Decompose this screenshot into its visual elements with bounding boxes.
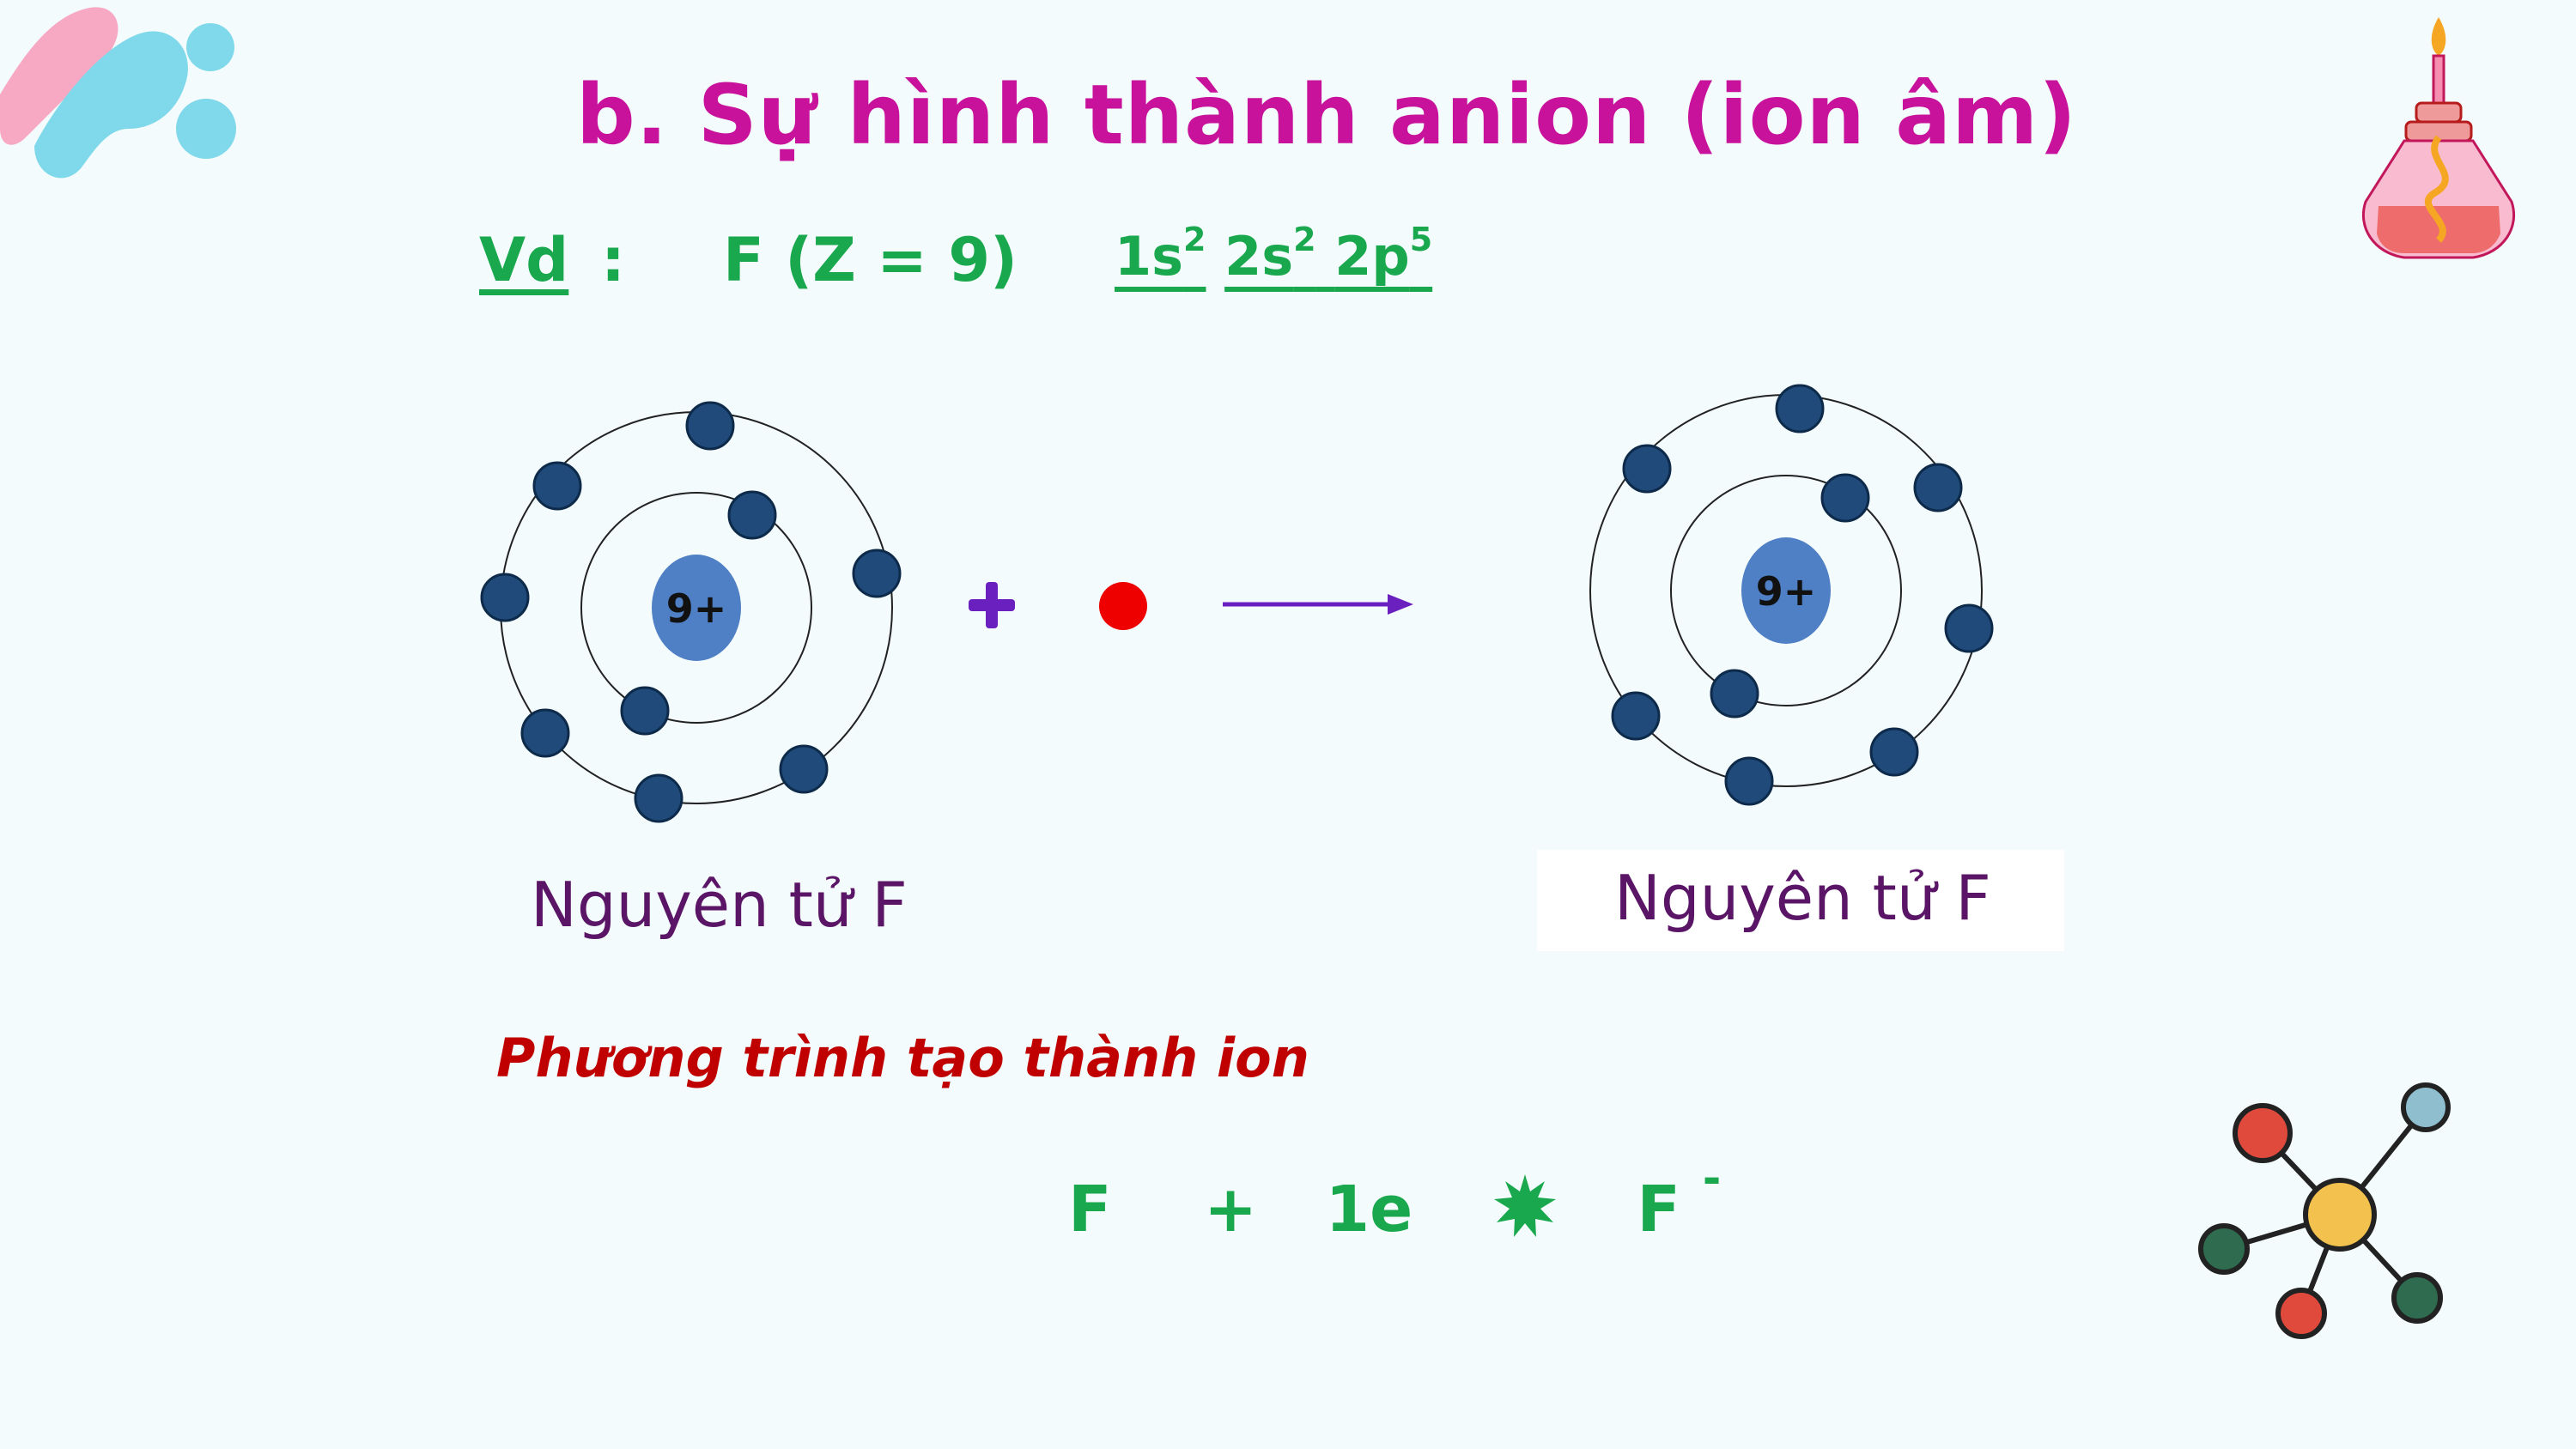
nucleus-right: [1741, 537, 1831, 644]
nucleus-right-label: 9+: [1756, 568, 1817, 615]
star-arrow-icon: [1493, 1174, 1556, 1237]
electron: [532, 461, 582, 511]
orbital-1s: 1s2: [1115, 221, 1206, 288]
slide-title: b. Sự hình thành anion (ion âm): [576, 67, 2077, 163]
electron: [1869, 727, 1919, 777]
electron: [852, 549, 902, 598]
example-element: F (Z = 9): [723, 225, 1018, 295]
lamp-flask-icon: [2361, 17, 2516, 259]
equation-product: F: [1637, 1173, 1680, 1246]
electron: [685, 401, 735, 451]
electron: [727, 490, 777, 540]
molecule-icon: [2198, 1082, 2451, 1339]
electron: [1820, 473, 1870, 523]
orbital-2s: 2s2 2p5: [1224, 221, 1433, 288]
electron: [1944, 603, 1994, 653]
equation-product-charge: -: [1702, 1153, 1722, 1204]
example-colon: :: [601, 225, 625, 295]
equation-electron: 1e: [1325, 1173, 1413, 1246]
electron-configuration: 1s2 2s2 2p5: [1115, 221, 1433, 288]
plus-icon: [969, 582, 1015, 628]
atom-left-diagram: 9+: [480, 401, 902, 823]
caption-box: [1537, 850, 2064, 951]
logo-blob-icon: [0, 7, 236, 179]
equation-plus: +: [1204, 1173, 1258, 1246]
electron: [480, 573, 530, 622]
electron: [1913, 463, 1963, 512]
nucleus-left: [652, 555, 741, 661]
electron: [1775, 384, 1825, 433]
equation-heading: Phương trình tạo thành ion: [496, 1027, 1309, 1089]
electron: [1710, 669, 1759, 718]
nucleus-left-label: 9+: [666, 585, 727, 632]
example-label: Vd: [479, 225, 569, 295]
electron: [1611, 691, 1661, 741]
electron: [1622, 444, 1672, 494]
atom-left-caption: Nguyên tử F: [531, 869, 908, 941]
electron: [1724, 756, 1774, 806]
reaction-arrow-icon: [1223, 594, 1413, 615]
atom-right-diagram: 9+: [1589, 384, 1994, 806]
atom-right-caption: Nguyên tử F: [1614, 862, 1991, 934]
electron: [620, 686, 670, 736]
electron: [520, 708, 570, 758]
electron: [634, 773, 683, 823]
ion-equation: F + 1e F -: [1068, 1153, 1721, 1246]
electron: [779, 744, 829, 794]
added-electron-icon: [1099, 582, 1147, 630]
equation-reactant: F: [1068, 1173, 1112, 1246]
